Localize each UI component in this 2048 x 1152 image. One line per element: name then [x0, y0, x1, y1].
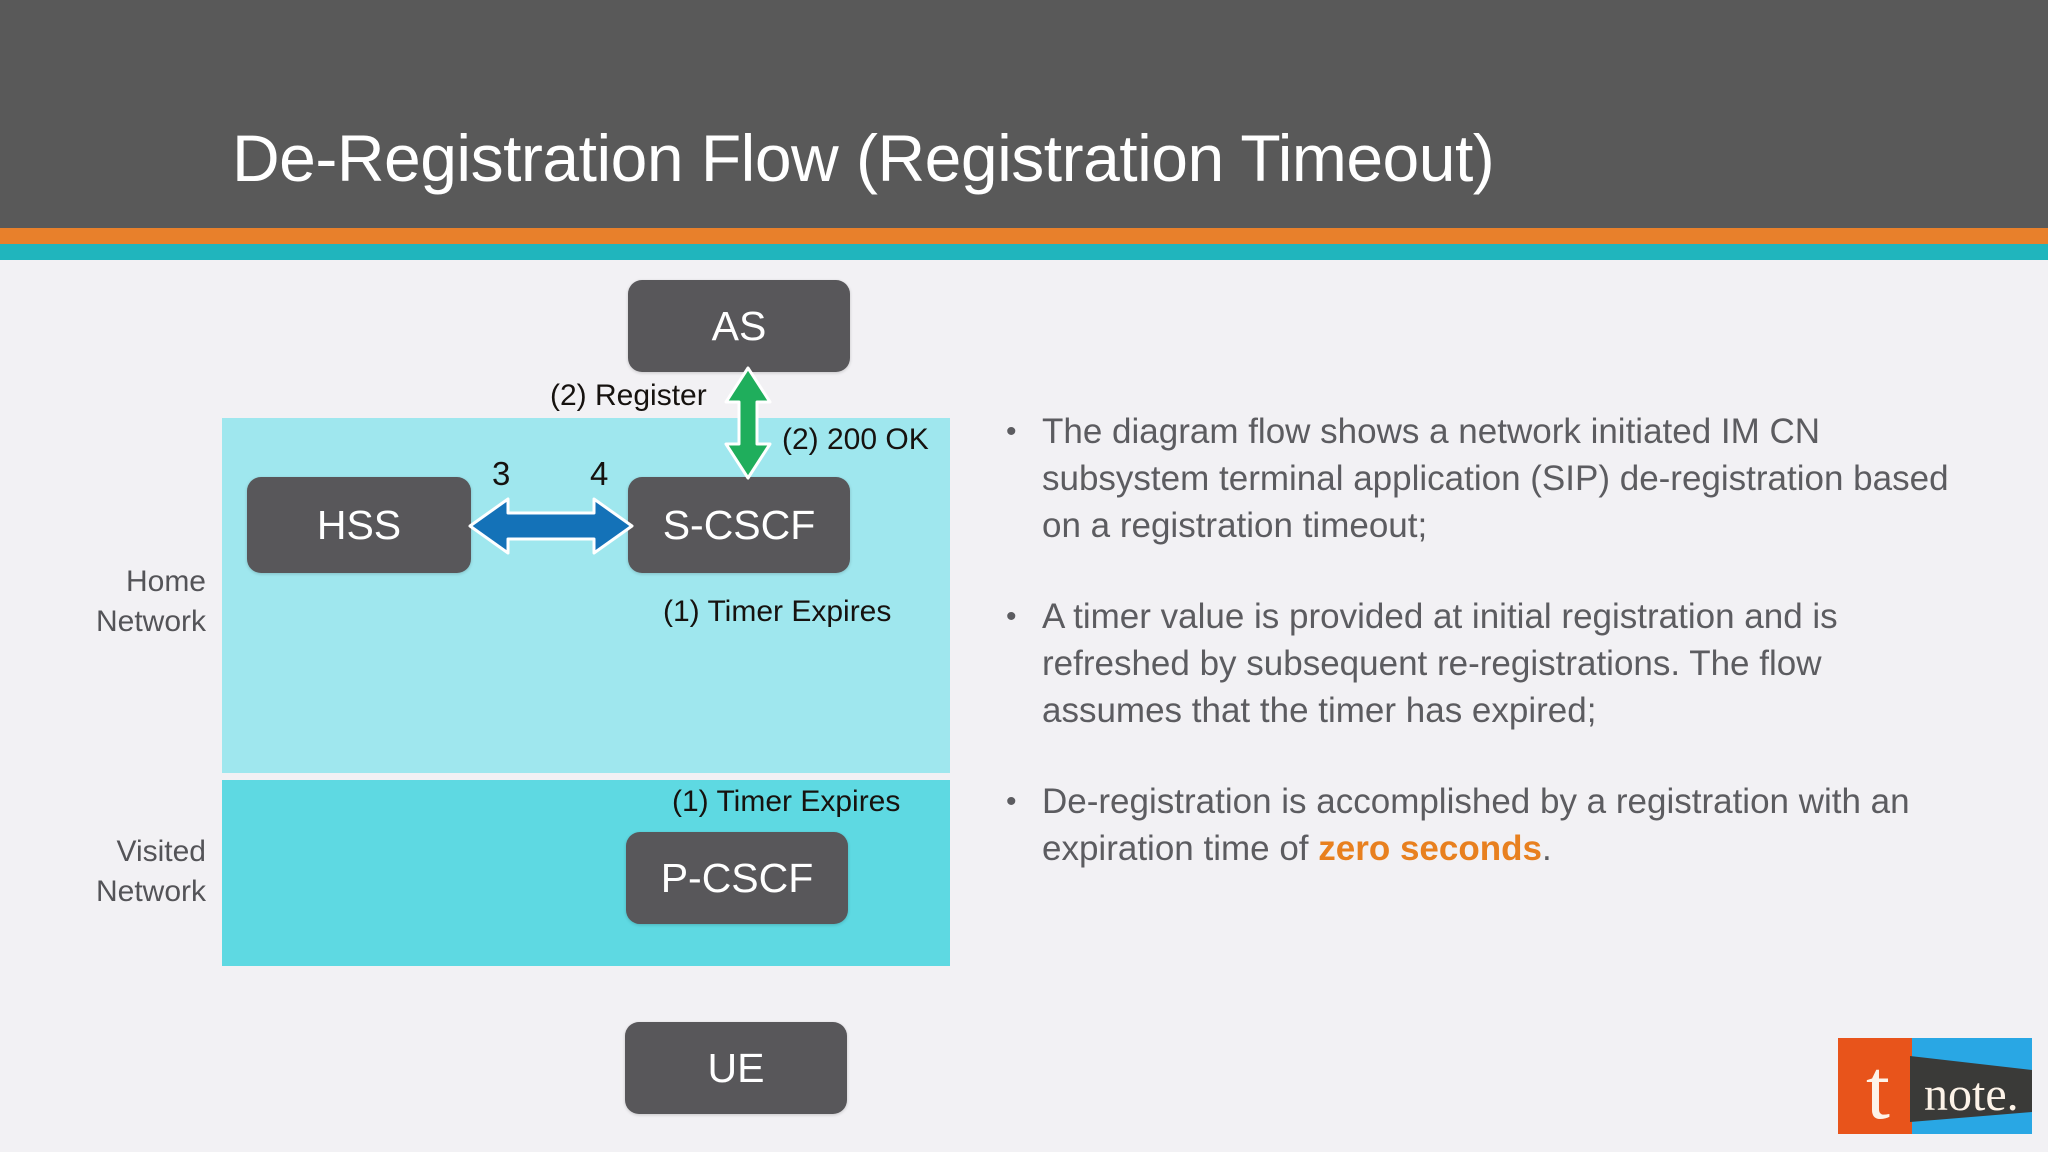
- bullet-marker-icon: •: [1006, 415, 1017, 448]
- zone-label-visited-network: Visited Network: [20, 832, 206, 912]
- annotation-timer-expires-home: (1) Timer Expires: [663, 595, 892, 628]
- node-p-cscf[interactable]: P-CSCF: [626, 832, 848, 924]
- annotation-200-ok: (2) 200 OK: [782, 423, 929, 456]
- tnote-logo-icon: t note.: [1836, 1036, 2032, 1136]
- bullet-text-3-after: .: [1541, 829, 1552, 868]
- bullet-text-1: The diagram flow shows a network initiat…: [1042, 412, 1949, 545]
- header-band: [0, 0, 2048, 228]
- node-hss[interactable]: HSS: [247, 477, 471, 573]
- list-item: • The diagram flow shows a network initi…: [1000, 408, 1960, 549]
- zone-label-home-line2: Network: [95, 605, 206, 638]
- zone-label-home-network: Home Network: [20, 562, 206, 642]
- page-title: De-Registration Flow (Registration Timeo…: [232, 121, 1495, 195]
- header-accent-rule-orange: [0, 228, 2048, 244]
- arrow-as-to-scscf-icon: [724, 366, 772, 480]
- bullet-text-3: De-registration is accomplished by a reg…: [1042, 778, 1960, 872]
- bullet-text-3-highlight: zero seconds: [1318, 829, 1542, 868]
- annotation-timer-expires-visited: (1) Timer Expires: [672, 785, 901, 818]
- bullet-text-3-before: De-registration is accomplished by a reg…: [1042, 782, 1910, 868]
- svg-text:t: t: [1866, 1041, 1890, 1136]
- svg-text:note.: note.: [1924, 1068, 2019, 1121]
- step-number-3: 3: [492, 455, 511, 492]
- annotation-register: (2) Register: [550, 379, 707, 412]
- bullet-marker-icon: •: [1006, 600, 1017, 633]
- arrow-hss-to-scscf-icon: [468, 497, 634, 555]
- bullet-text-2: A timer value is provided at initial reg…: [1042, 597, 1838, 730]
- list-item: • De-registration is accomplished by a r…: [1000, 778, 1960, 872]
- zone-label-visited-line1: Visited: [116, 835, 206, 868]
- node-s-cscf[interactable]: S-CSCF: [628, 477, 850, 573]
- header-accent-rule-teal: [0, 244, 2048, 260]
- node-ue[interactable]: UE: [625, 1022, 847, 1114]
- bullet-marker-icon: •: [1006, 785, 1017, 818]
- step-number-4: 4: [590, 455, 609, 492]
- bullet-list: • The diagram flow shows a network initi…: [1000, 408, 1960, 916]
- zone-label-home-line1: Home: [125, 565, 206, 598]
- zone-label-visited-line2: Network: [95, 875, 206, 908]
- node-as[interactable]: AS: [628, 280, 850, 372]
- list-item: • A timer value is provided at initial r…: [1000, 593, 1960, 734]
